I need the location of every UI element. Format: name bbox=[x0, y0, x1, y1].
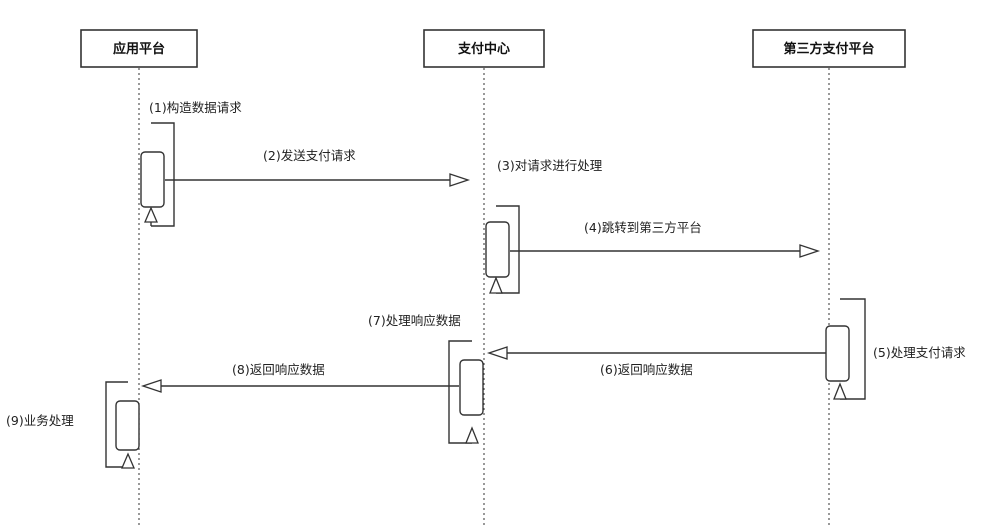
arrowhead-8 bbox=[140, 379, 162, 393]
self-loop-5 bbox=[840, 298, 866, 400]
participant-third: 第三方支付平台 bbox=[752, 29, 906, 68]
activation-center-3 bbox=[485, 221, 510, 278]
participant-app: 应用平台 bbox=[80, 29, 198, 68]
activation-app-1 bbox=[140, 151, 165, 208]
self-loop-7 bbox=[448, 340, 472, 444]
activation-app-9 bbox=[115, 400, 140, 451]
arrowhead-2 bbox=[449, 173, 471, 187]
message-step-2 bbox=[165, 173, 471, 187]
self-call-step-3 bbox=[485, 205, 520, 294]
self-call-step-9 bbox=[105, 381, 140, 469]
participant-third-label: 第三方支付平台 bbox=[783, 41, 874, 57]
arrowhead-6 bbox=[486, 346, 508, 360]
self-call-step-7 bbox=[448, 340, 484, 444]
activation-center-7 bbox=[459, 359, 484, 416]
self-loop-9 bbox=[105, 381, 128, 468]
step-label-2: (2)发送支付请求 bbox=[263, 148, 356, 163]
self-call-step-1 bbox=[140, 122, 175, 227]
step-label-4: (4)跳转到第三方平台 bbox=[584, 220, 702, 235]
message-step-8 bbox=[140, 379, 459, 393]
arrowhead-9 bbox=[121, 452, 135, 469]
self-loop-1 bbox=[151, 122, 175, 227]
message-step-6 bbox=[486, 346, 826, 360]
participant-app-label: 应用平台 bbox=[113, 41, 165, 57]
step-label-5: (5)处理支付请求 bbox=[873, 345, 966, 360]
self-loop-3 bbox=[496, 205, 520, 294]
participant-center: 支付中心 bbox=[423, 29, 545, 68]
step-label-1: (1)构造数据请求 bbox=[149, 100, 242, 115]
arrowhead-5 bbox=[833, 382, 847, 400]
step-label-8: (8)返回响应数据 bbox=[232, 362, 325, 377]
step-label-6: (6)返回响应数据 bbox=[600, 362, 693, 377]
step-label-9: (9)业务处理 bbox=[6, 413, 74, 428]
participant-center-label: 支付中心 bbox=[457, 41, 510, 57]
activation-third-5 bbox=[825, 325, 850, 382]
arrowhead-4 bbox=[799, 244, 821, 258]
self-call-step-5 bbox=[825, 298, 866, 400]
message-step-4 bbox=[510, 244, 821, 258]
arrowhead-7 bbox=[465, 426, 479, 444]
step-label-7: (7)处理响应数据 bbox=[368, 313, 461, 328]
arrowhead-3 bbox=[489, 276, 503, 294]
step-label-3: (3)对请求进行处理 bbox=[497, 158, 603, 173]
arrowhead-1 bbox=[144, 206, 158, 223]
